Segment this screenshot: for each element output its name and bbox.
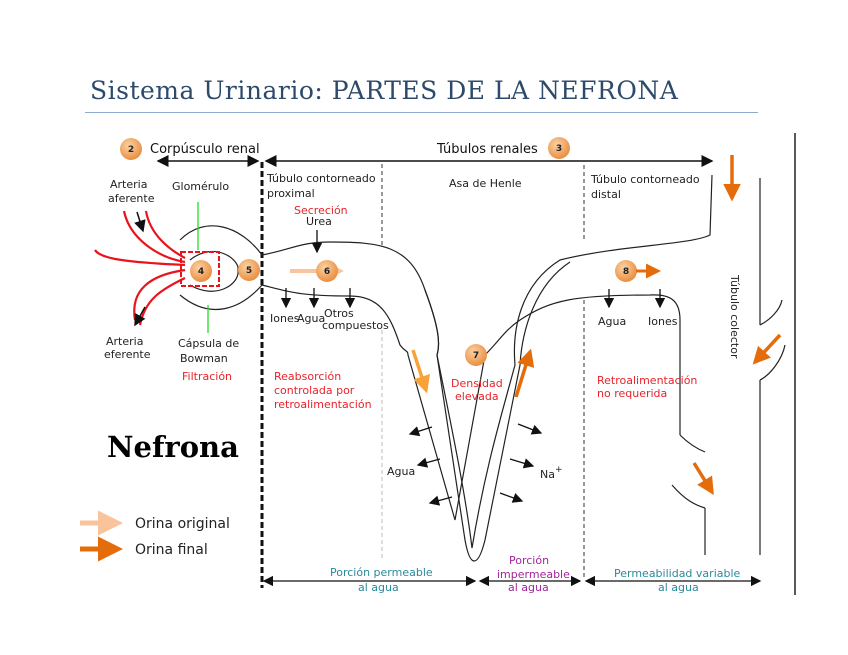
capsula-label-1: Cápsula de: [178, 337, 239, 350]
badge-2: 2: [120, 138, 142, 160]
svg-text:5: 5: [246, 266, 252, 276]
svg-text:8: 8: [623, 267, 629, 277]
badge-6: 6: [316, 260, 338, 282]
nephron-tube-outline: [179, 174, 713, 562]
arteria-aferente-2: aferente: [108, 192, 155, 205]
arteries: [94, 210, 186, 326]
densidad-1: Densidad: [451, 377, 503, 390]
distal-label-2: distal: [591, 188, 621, 201]
sodium-out-arrows: [499, 423, 543, 503]
permeable-1: Porción permeable: [330, 566, 433, 579]
henle-agua-label: Agua: [387, 465, 415, 478]
retro-2: no requerida: [597, 387, 667, 400]
na-label: Na+: [540, 465, 563, 481]
water-out-arrows: [408, 426, 453, 506]
legend-orina-final: Orina final: [135, 542, 208, 558]
nefrona-label: Nefrona: [107, 430, 239, 464]
variable-2: al agua: [658, 581, 699, 594]
distal-agua-label: Agua: [598, 315, 626, 328]
distal-iones-label: Iones: [648, 315, 678, 328]
henle-label: Asa de Henle: [449, 177, 522, 190]
secrecion-label: Secreción: [294, 204, 348, 217]
colector-arrow-3: [692, 462, 714, 495]
tubulos-renales-label: Túbulos renales: [436, 142, 538, 157]
densidad-2: elevada: [455, 390, 499, 403]
reabsorcion-1: Reabsorción: [274, 370, 341, 383]
distal-label-1: Túbulo contorneado: [590, 173, 700, 186]
variable-1: Permeabilidad variable: [614, 567, 741, 580]
proximal-label-2: proximal: [267, 187, 315, 200]
ascending-flow-arrow: [514, 348, 535, 398]
collecting-duct-outline: [671, 133, 796, 595]
title-underline: [85, 112, 758, 113]
agua-label: Agua: [297, 312, 325, 325]
corpusculo-renal-label: Corpúsculo renal: [150, 142, 260, 157]
eferente-arrow: [134, 306, 146, 327]
svg-text:4: 4: [198, 267, 204, 277]
glomerulo-label: Glomérulo: [172, 180, 229, 193]
proximal-label-1: Túbulo contorneado: [266, 172, 376, 185]
glomerulus: [180, 251, 220, 287]
arteria-eferente-1: Arteria: [106, 335, 143, 348]
colector-label: Túbulo colector: [728, 274, 741, 359]
badge-3: 3: [548, 137, 570, 159]
otros-label-1: Otros: [324, 307, 354, 320]
badge-7: 7: [465, 344, 487, 366]
filtracion-label: Filtración: [182, 370, 232, 383]
svg-text:3: 3: [556, 144, 562, 154]
impermeable-2: impermeable: [497, 568, 570, 581]
permeable-2: al agua: [358, 581, 399, 594]
arteria-eferente-2: eferente: [104, 348, 151, 361]
impermeable-3: al agua: [508, 581, 549, 594]
colector-arrow-2: [752, 333, 782, 365]
svg-text:2: 2: [128, 145, 134, 155]
iones-label: Iones: [270, 312, 300, 325]
retro-1: Retroalimentación: [597, 374, 697, 387]
capsula-label-2: Bowman: [180, 352, 228, 365]
badge-8: 8: [615, 260, 637, 282]
otros-label-2: compuestos: [322, 319, 389, 332]
aferente-arrow: [134, 211, 146, 233]
svg-text:6: 6: [324, 267, 330, 277]
svg-text:7: 7: [473, 351, 479, 361]
reabsorcion-3: retroalimentación: [274, 398, 372, 411]
slide-title: Sistema Urinario: PARTES DE LA NEFRONA: [90, 76, 679, 105]
reabsorcion-2: controlada por: [274, 384, 355, 397]
descending-flow-arrow: [411, 349, 430, 394]
badge-4: 4: [190, 260, 212, 282]
arteria-aferente-1: Arteria: [110, 178, 147, 191]
badge-5: 5: [238, 259, 260, 281]
legend-orina-original: Orina original: [135, 516, 230, 532]
urea-label: Urea: [306, 215, 332, 228]
impermeable-1: Porción: [509, 554, 549, 567]
